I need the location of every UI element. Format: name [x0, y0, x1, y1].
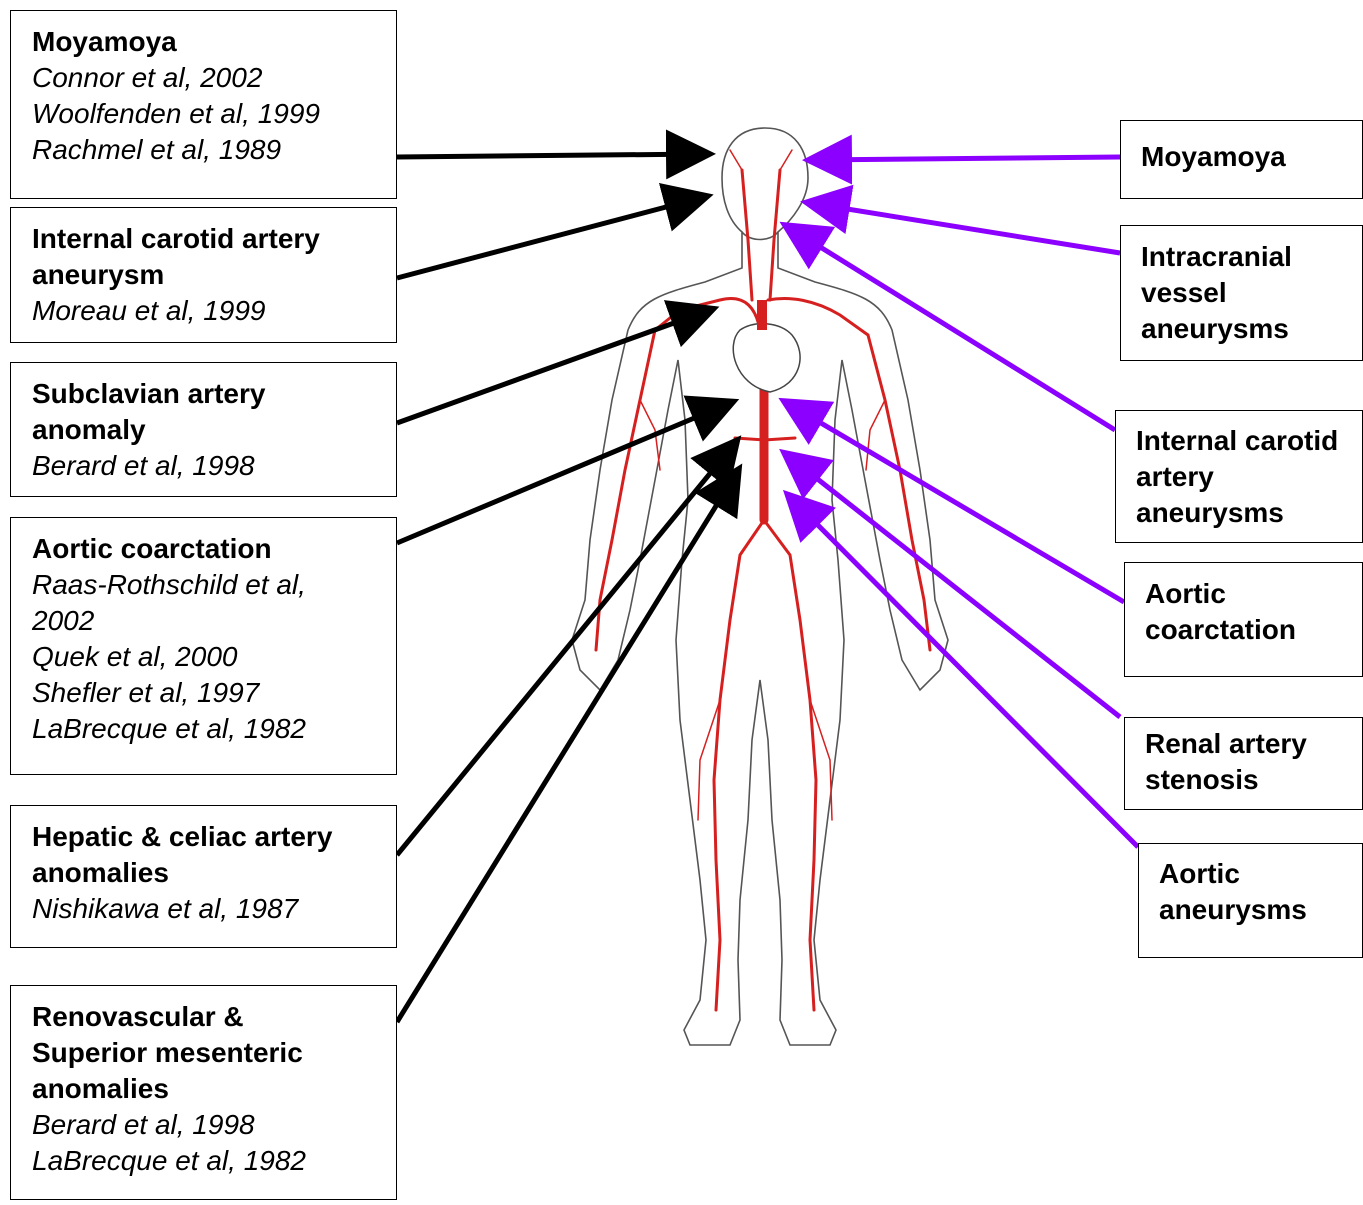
left-box-hepatic-celiac: Hepatic & celiac artery anomalies Nishik…: [10, 805, 397, 948]
box-title: Intracranial vessel aneurysms: [1141, 239, 1321, 347]
reference: LaBrecque et al, 1982: [32, 711, 396, 747]
reference: Moreau et al, 1999: [32, 293, 396, 329]
right-box-aortic-aneurysms: Aortic aneurysms: [1138, 843, 1363, 958]
box-title: Aortic coarctation: [1145, 576, 1315, 648]
left-box-moyamoya: Moyamoya Connor et al, 2002 Woolfenden e…: [10, 10, 397, 199]
arrow-left-5: [397, 443, 735, 855]
right-box-moyamoya: Moyamoya: [1120, 120, 1363, 199]
left-box-subclavian: Subclavian artery anomaly Berard et al, …: [10, 362, 397, 497]
human-body-icon: [572, 128, 948, 1045]
reference: Berard et al, 1998: [32, 448, 396, 484]
box-title: Aortic aneurysms: [1159, 856, 1319, 928]
box-title: Moyamoya: [32, 24, 396, 60]
reference: Connor et al, 2002: [32, 60, 396, 96]
box-title: Internal carotid artery aneurysms: [1136, 423, 1346, 531]
box-title: Aortic coarctation: [32, 531, 396, 567]
left-arrows: [397, 154, 737, 1022]
left-box-internal-carotid: Internal carotid artery aneurysm Moreau …: [10, 207, 397, 343]
reference: Rachmel et al, 1989: [32, 132, 396, 168]
reference: LaBrecque et al, 1982: [32, 1143, 396, 1179]
heart-icon: [733, 300, 800, 392]
right-box-aortic-coarctation: Aortic coarctation: [1124, 562, 1363, 677]
arrow-left-1: [397, 154, 706, 157]
reference: Berard et al, 1998: [32, 1107, 396, 1143]
reference: Nishikawa et al, 1987: [32, 891, 396, 927]
box-title: Internal carotid artery aneurysm: [32, 221, 372, 293]
right-box-internal-carotid: Internal carotid artery aneurysms: [1115, 410, 1363, 543]
arrow-right-2: [810, 203, 1120, 253]
box-title: Subclavian artery anomaly: [32, 376, 312, 448]
reference: Shefler et al, 1997: [32, 675, 396, 711]
arrow-left-4: [397, 403, 730, 543]
arrow-right-1: [812, 157, 1120, 160]
arrow-left-3: [397, 310, 710, 423]
arrow-left-6: [397, 472, 737, 1022]
arrow-left-2: [397, 197, 704, 278]
box-title: Renovascular & Superior mesenteric anoma…: [32, 999, 352, 1107]
box-title: Renal artery stenosis: [1145, 726, 1315, 798]
left-box-renovascular: Renovascular & Superior mesenteric anoma…: [10, 985, 397, 1200]
arrow-right-4: [787, 403, 1124, 602]
box-title: Moyamoya: [1141, 139, 1362, 175]
reference: Woolfenden et al, 1999: [32, 96, 396, 132]
reference: Quek et al, 2000: [32, 639, 396, 675]
right-arrows: [787, 157, 1138, 847]
artery-network: [596, 150, 930, 1010]
left-box-aortic-coarctation: Aortic coarctation Raas-Rothschild et al…: [10, 517, 397, 775]
box-title: Hepatic & celiac artery anomalies: [32, 819, 382, 891]
right-box-intracranial: Intracranial vessel aneurysms: [1120, 225, 1363, 361]
right-box-renal-stenosis: Renal artery stenosis: [1124, 717, 1363, 810]
arrow-right-5: [787, 455, 1120, 717]
reference: Raas-Rothschild et al, 2002: [32, 567, 362, 639]
